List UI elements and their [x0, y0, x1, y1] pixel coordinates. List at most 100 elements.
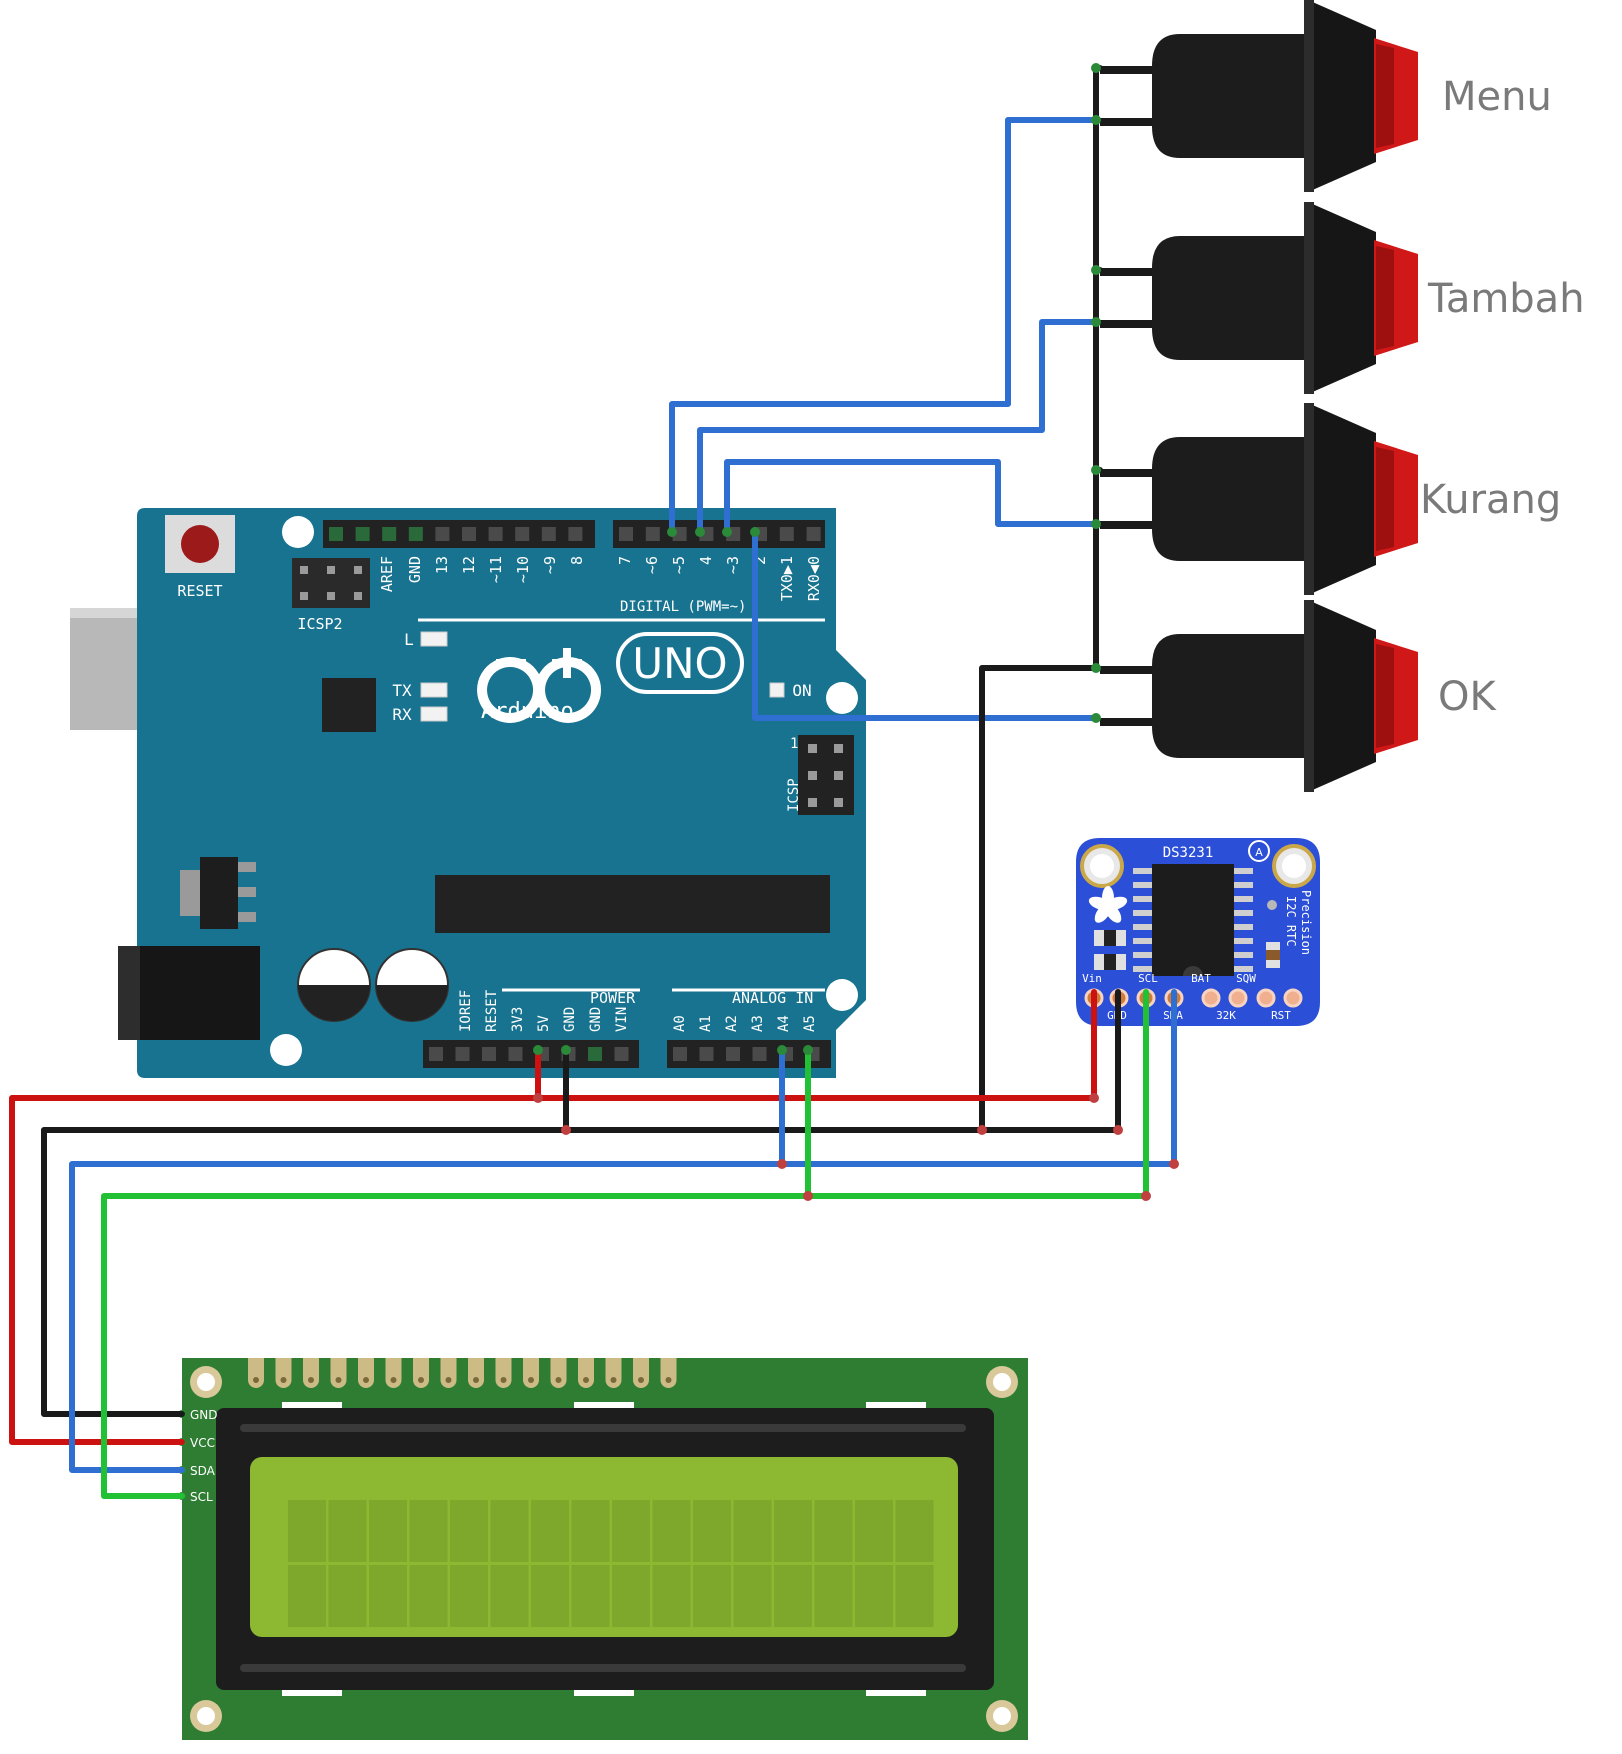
lcd-cell	[612, 1565, 650, 1627]
rtc-pad[interactable]	[1283, 988, 1303, 1008]
led-tx	[420, 682, 448, 698]
header-pin[interactable]	[508, 1047, 523, 1061]
button-cap-shade	[1376, 44, 1394, 148]
lcd-pin[interactable]	[440, 1358, 457, 1388]
analog-pin-label: A5	[802, 1015, 818, 1032]
lcd-pin-hole	[280, 1377, 287, 1383]
led-rx-label: RX	[392, 705, 412, 724]
header-pin[interactable]	[355, 527, 370, 541]
push-button-kurang[interactable]: Kurang	[1100, 403, 1561, 595]
header-pin[interactable]	[429, 1047, 443, 1061]
header-pin[interactable]	[752, 1047, 767, 1061]
lcd-pin[interactable]	[550, 1358, 567, 1388]
header-pin[interactable]	[408, 527, 423, 541]
lcd-pin-hole	[473, 1377, 479, 1383]
microcontroller-chip	[435, 875, 830, 933]
header-pin[interactable]	[462, 527, 476, 541]
header-pin[interactable]	[619, 527, 633, 541]
header-pin[interactable]	[329, 527, 343, 541]
button-flange	[1304, 403, 1314, 595]
adafruit-logo	[1088, 886, 1128, 923]
lcd-pin[interactable]	[605, 1358, 622, 1388]
lcd-pin[interactable]	[330, 1358, 347, 1388]
lcd-i2c-pin-label: GND	[190, 1408, 218, 1422]
lcd-pin-hole	[583, 1377, 589, 1383]
button-cap-base	[1308, 600, 1376, 792]
reset-label: RESET	[177, 582, 222, 600]
button-body	[1152, 236, 1308, 360]
board-body	[137, 508, 866, 1078]
header-pin[interactable]	[699, 1047, 714, 1061]
header-pin[interactable]	[435, 527, 450, 541]
lcd-cell	[490, 1500, 529, 1562]
lcd-pin[interactable]	[248, 1358, 264, 1388]
rtc-pin-label: RST	[1271, 1009, 1291, 1022]
header-pin[interactable]	[488, 527, 503, 541]
lcd-pin-hole	[418, 1377, 424, 1383]
lcd-pin[interactable]	[468, 1358, 484, 1388]
lcd-pin[interactable]	[358, 1358, 374, 1388]
lcd-pin[interactable]	[523, 1358, 539, 1388]
header-pin[interactable]	[482, 1047, 496, 1061]
button-leg	[1100, 666, 1156, 674]
rtc-chip-label: DS3231	[1163, 845, 1214, 861]
digital-pin-label: 2	[751, 556, 769, 565]
header-pin[interactable]	[568, 527, 583, 541]
led-l-label: L	[404, 630, 414, 649]
rtc-pin-label: Vin	[1082, 972, 1102, 985]
lcd-pin[interactable]	[413, 1358, 429, 1388]
power-label: POWER	[590, 989, 636, 1007]
rtc-pad[interactable]	[1228, 988, 1248, 1008]
push-button-menu[interactable]: Menu	[1100, 0, 1552, 192]
push-button-ok[interactable]: OK	[1100, 600, 1497, 792]
button-body	[1152, 634, 1308, 758]
digital-pin-label: AREF	[378, 556, 396, 592]
icsp-label: ICSP	[786, 778, 802, 812]
header-pin[interactable]	[515, 527, 530, 541]
usb-chip	[322, 678, 376, 732]
analog-pin-label: A4	[776, 1015, 792, 1032]
header-pin[interactable]	[455, 1047, 470, 1061]
lcd-pin[interactable]	[275, 1358, 292, 1388]
power-pin-label: GND	[562, 1007, 578, 1032]
lcd-pin[interactable]	[660, 1358, 677, 1388]
header-pin[interactable]	[726, 1047, 740, 1061]
power-pin-label: 5V	[536, 1015, 552, 1032]
wire-5v-red	[535, 989, 1097, 1101]
lcd-pin[interactable]	[633, 1358, 649, 1388]
wire-scl-lcd	[101, 1193, 811, 1499]
rtc-pad[interactable]	[1256, 988, 1276, 1008]
button-label-ok: OK	[1438, 674, 1497, 720]
rtc-pin-label: BAT	[1191, 972, 1211, 985]
header-pin[interactable]	[673, 1047, 687, 1061]
lcd-cell	[490, 1565, 529, 1627]
lcd-pin[interactable]	[495, 1358, 512, 1388]
wire-gnd-lcd	[41, 1127, 569, 1417]
lcd-pin-hole	[500, 1377, 507, 1383]
header-pin[interactable]	[614, 1047, 629, 1061]
power-pin-label: RESET	[484, 989, 500, 1032]
rtc-pad[interactable]	[1201, 988, 1221, 1008]
lcd-cell	[814, 1565, 853, 1627]
push-button-tambah[interactable]: Tambah	[1100, 202, 1585, 394]
lcd-pin-hole	[445, 1377, 452, 1383]
lcd-cell	[409, 1500, 448, 1562]
header-pin[interactable]	[541, 527, 556, 541]
header-pin[interactable]	[806, 527, 821, 541]
lcd-pin[interactable]	[385, 1358, 402, 1388]
analog-pin-label: A1	[698, 1015, 714, 1032]
header-pin[interactable]	[588, 1047, 602, 1061]
lcd-cell	[369, 1500, 407, 1562]
lcd-cell	[531, 1565, 569, 1627]
led-on	[769, 682, 785, 698]
lcd-cell	[652, 1565, 691, 1627]
header-pin[interactable]	[382, 527, 397, 541]
header-pin[interactable]	[645, 527, 660, 541]
led-tx-label: TX	[392, 681, 412, 700]
header-pin[interactable]	[779, 527, 794, 541]
lcd-pin[interactable]	[303, 1358, 319, 1388]
lcd-pin[interactable]	[578, 1358, 594, 1388]
